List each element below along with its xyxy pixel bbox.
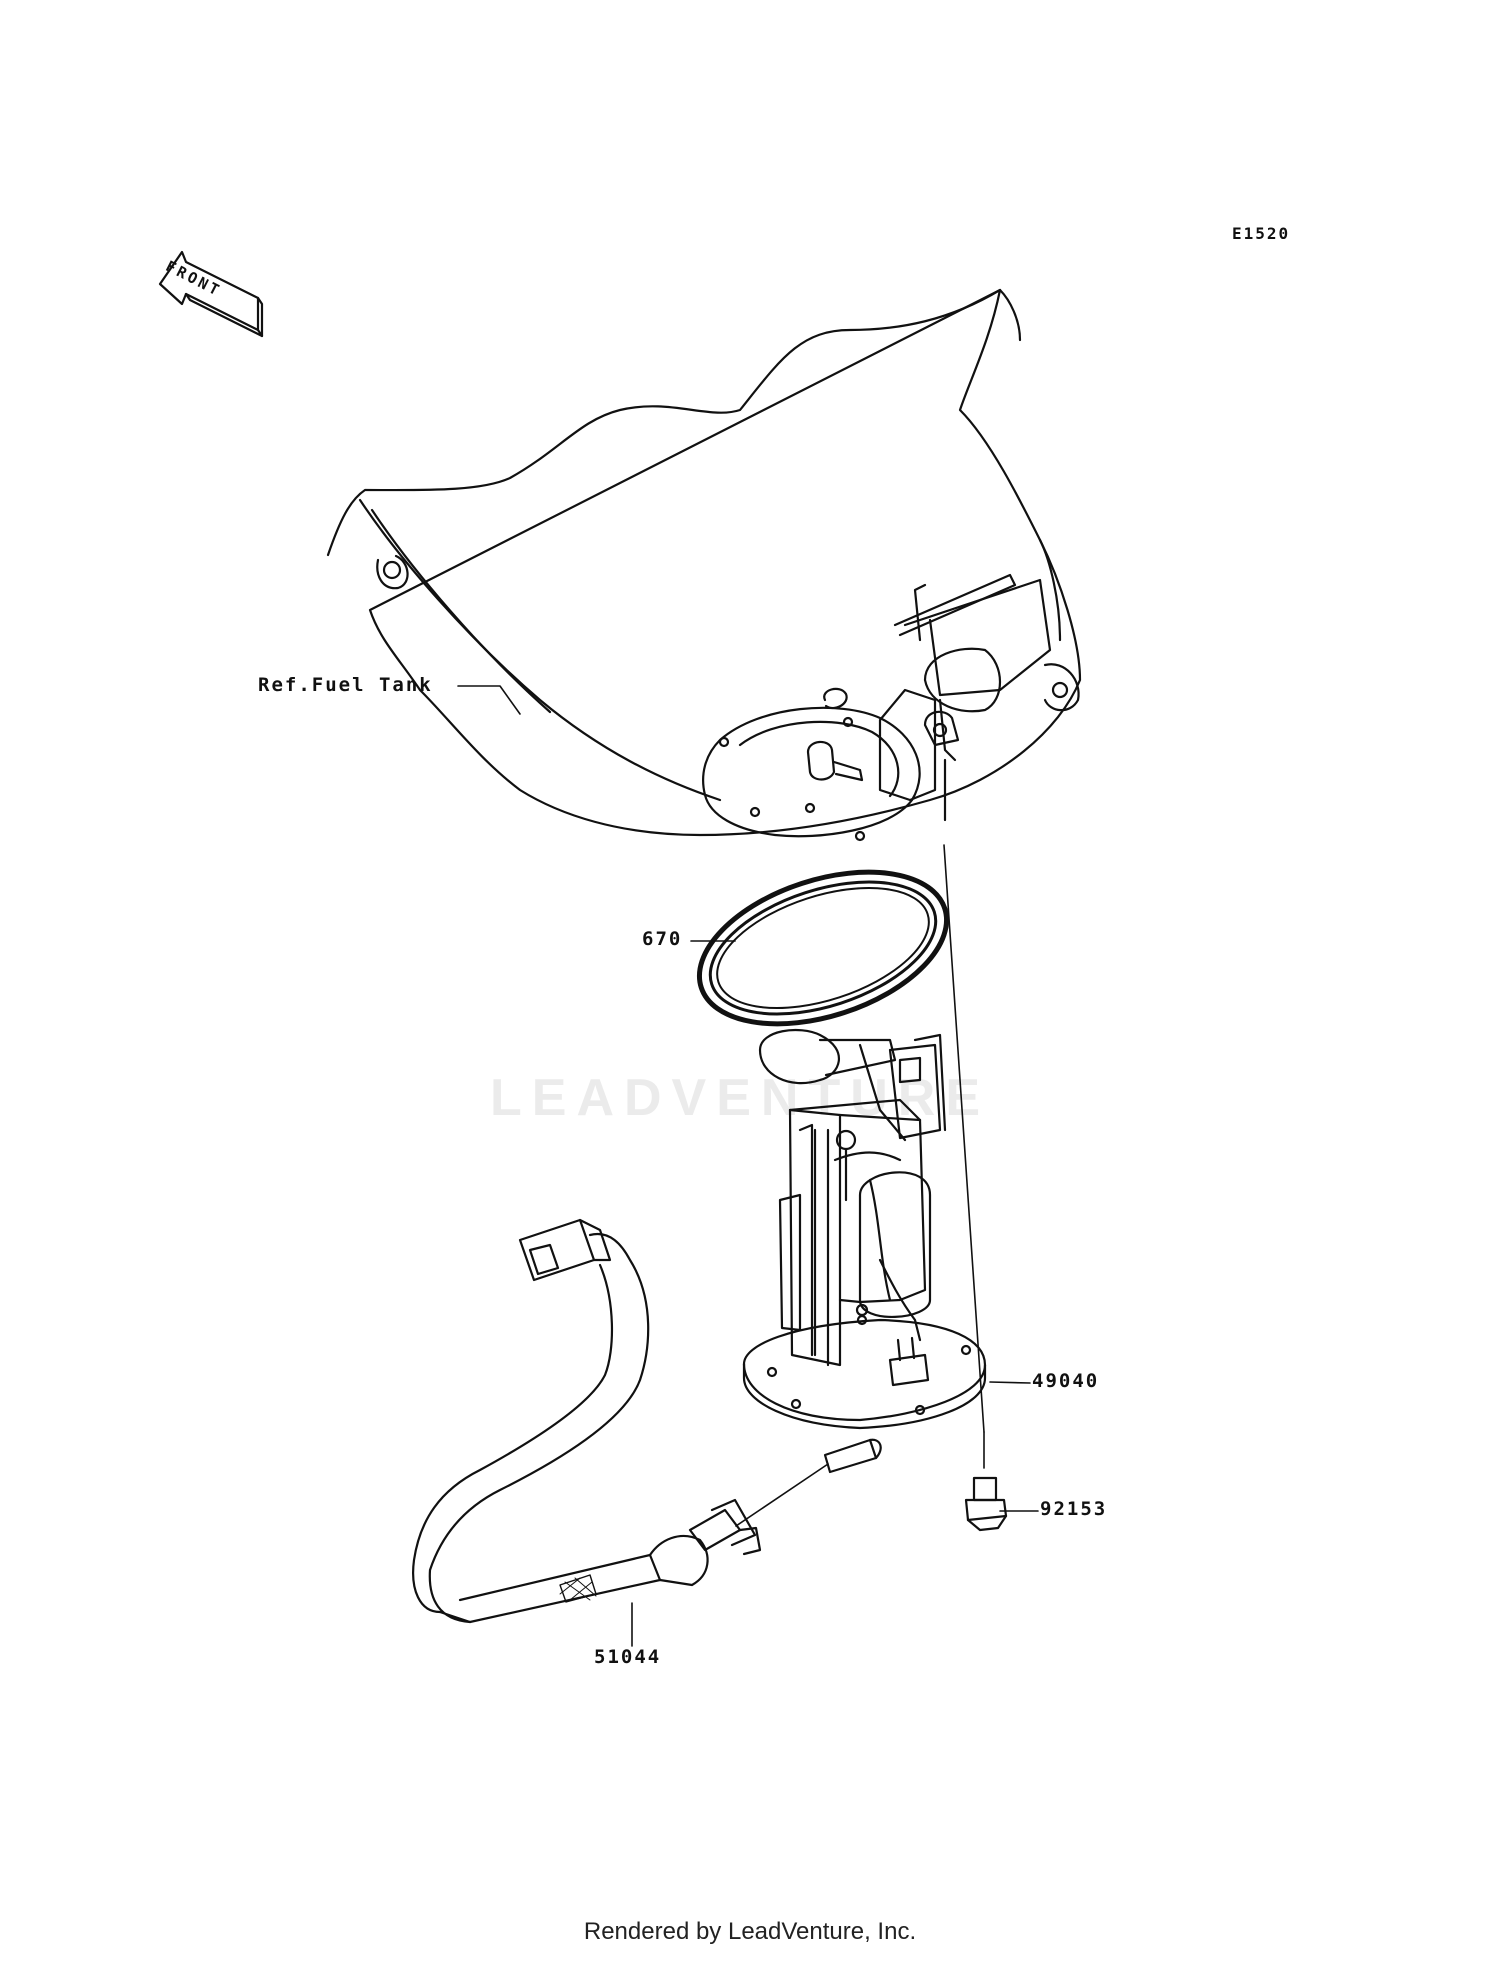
callout-670: 670 bbox=[642, 928, 683, 950]
diagram-code: E1520 bbox=[1232, 224, 1291, 243]
leader-lines bbox=[457, 685, 1039, 1647]
footer-credit: Rendered by LeadVenture, Inc. bbox=[583, 1918, 917, 1945]
fuel-tank bbox=[326, 288, 1082, 842]
gasket-670 bbox=[696, 869, 950, 1027]
bolt-92153 bbox=[964, 1476, 1008, 1532]
front-arrow-icon bbox=[158, 250, 264, 338]
fuel-hose-51044 bbox=[412, 1218, 829, 1624]
callout-51044: 51044 bbox=[594, 1646, 662, 1668]
callout-49040: 49040 bbox=[1032, 1370, 1100, 1392]
callout-92153: 92153 bbox=[1040, 1498, 1108, 1520]
callout-ref-fuel-tank: Ref.Fuel Tank bbox=[258, 674, 433, 696]
fuel-pump-49040 bbox=[742, 1028, 987, 1474]
